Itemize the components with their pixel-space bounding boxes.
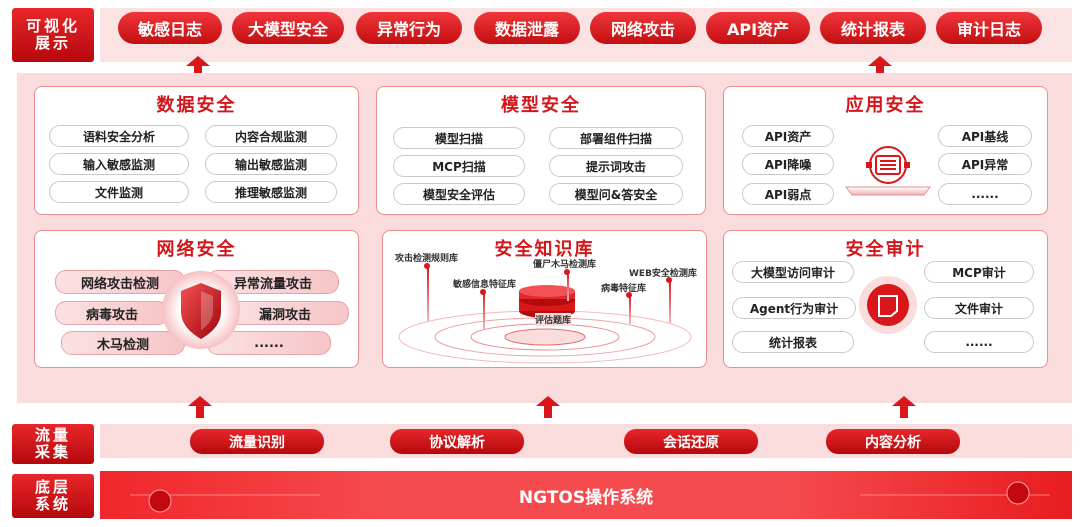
top-item-sensitive-log: 敏感日志 — [118, 12, 222, 44]
pill-item: API降噪 — [742, 153, 834, 175]
os-bar-decoration — [130, 481, 1050, 513]
pill-item: 部署组件扫描 — [549, 127, 683, 149]
kb-stick — [669, 279, 671, 323]
arrow-up-icon — [186, 56, 210, 78]
card-title: 模型安全 — [501, 95, 581, 116]
pill-item: 语料安全分析 — [49, 125, 189, 147]
traffic-item-identify: 流量识别 — [190, 429, 324, 454]
card-title: 安全审计 — [845, 239, 926, 260]
card-title: 数据安全 — [156, 95, 237, 116]
top-item-audit-log: 审计日志 — [936, 12, 1042, 44]
kb-stick — [629, 294, 631, 324]
pill-item: 输入敏感监测 — [49, 153, 189, 175]
top-item-api-assets: API资产 — [706, 12, 810, 44]
kb-dot — [564, 269, 570, 275]
top-item-abnormal-behavior: 异常行为 — [356, 12, 462, 44]
pill-item: 推理敏感监测 — [205, 181, 337, 203]
pill-item: 大模型访问审计 — [732, 261, 854, 283]
pill-item: 输出敏感监测 — [205, 153, 337, 175]
kb-label: 僵尸木马检测库 — [533, 260, 597, 270]
kb-dot — [626, 292, 632, 298]
label-base-system: 底层 系统 — [12, 474, 94, 518]
top-item-statistics-report: 统计报表 — [820, 12, 926, 44]
card-title: 安全知识库 — [494, 239, 595, 260]
kb-label: 评估题库 — [535, 313, 572, 326]
traffic-item-content: 内容分析 — [826, 429, 960, 454]
pill-item: ...... — [938, 183, 1032, 205]
pill-item: MCP审计 — [924, 261, 1034, 283]
card-title: 应用安全 — [845, 95, 926, 116]
pill-item: 网络攻击检测 — [55, 270, 185, 294]
pill-item: API弱点 — [742, 183, 834, 205]
pill-item: API异常 — [938, 153, 1032, 175]
kb-label: 病毒特征库 — [601, 284, 647, 294]
pill-item: API资产 — [742, 125, 834, 147]
label-visual-display: 可视化 展示 — [12, 8, 94, 62]
kb-dot — [666, 277, 672, 283]
kb-label: 攻击检测规则库 — [395, 254, 459, 264]
pill-item: 漏洞攻击 — [221, 301, 349, 325]
pill-item: 模型扫描 — [393, 127, 525, 149]
pill-item: API基线 — [938, 125, 1032, 147]
top-item-data-leak: 数据泄露 — [474, 12, 580, 44]
kb-stick — [483, 291, 485, 329]
kb-label: WEB安全检测库 — [629, 269, 697, 279]
arrow-up-icon — [868, 56, 892, 78]
kb-stick — [427, 265, 429, 321]
kb-dot — [480, 289, 486, 295]
pill-item: 模型问&答安全 — [549, 183, 683, 205]
api-gateway-icon — [845, 146, 931, 196]
card-knowledge-base: 安全知识库 攻击检测规则库 僵尸木马检测库 敏感信息特征库 WEB安全检测库 病… — [382, 230, 707, 368]
card-model-security: 模型安全 模型扫描 部署组件扫描 MCP扫描 提示词攻击 模型安全评估 模型问&… — [376, 86, 706, 215]
top-item-network-attack: 网络攻击 — [590, 12, 696, 44]
pill-item: 内容合规监测 — [205, 125, 337, 147]
pill-item: 模型安全评估 — [393, 183, 525, 205]
traffic-item-session: 会话还原 — [624, 429, 758, 454]
card-data-security: 数据安全 语料安全分析 内容合规监测 输入敏感监测 输出敏感监测 文件监测 推理… — [34, 86, 359, 215]
card-security-audit: 安全审计 大模型访问审计 MCP审计 Agent行为审计 文件审计 统计报表 .… — [723, 230, 1048, 368]
os-name: NGTOS操作系统 — [518, 487, 654, 508]
pill-item: 统计报表 — [732, 331, 854, 353]
arrow-up-icon — [892, 396, 916, 418]
arrow-up-icon — [188, 396, 212, 418]
label-visual-display-text: 可视化 展示 — [25, 17, 80, 52]
top-item-llm-security: 大模型安全 — [232, 12, 344, 44]
shield-icon — [162, 271, 240, 349]
pill-item: 病毒攻击 — [55, 301, 169, 325]
traffic-item-protocol: 协议解析 — [390, 429, 524, 454]
kb-dot — [424, 263, 430, 269]
pill-item: 提示词攻击 — [549, 155, 683, 177]
card-title: 网络安全 — [156, 239, 237, 260]
pill-item: 文件监测 — [49, 181, 189, 203]
pill-item: ...... — [924, 331, 1034, 353]
label-base-system-text: 底层 系统 — [34, 478, 71, 513]
pill-item: ...... — [207, 331, 331, 355]
card-app-security: 应用安全 API资产 API基线 API降噪 API异常 API弱点 .....… — [723, 86, 1048, 215]
pill-item: MCP扫描 — [393, 155, 525, 177]
card-network-security: 网络安全 网络攻击检测 异常流量攻击 病毒攻击 漏洞攻击 木马检测 ...... — [34, 230, 359, 368]
kb-label: 敏感信息特征库 — [453, 280, 517, 290]
label-traffic-collection: 流量 采集 — [12, 424, 94, 464]
pill-item: Agent行为审计 — [732, 297, 856, 319]
label-traffic-collection-text: 流量 采集 — [34, 426, 71, 461]
kb-stick — [567, 271, 569, 301]
pill-item: 文件审计 — [924, 297, 1034, 319]
audit-icon — [859, 276, 917, 334]
arrow-up-icon — [536, 396, 560, 418]
